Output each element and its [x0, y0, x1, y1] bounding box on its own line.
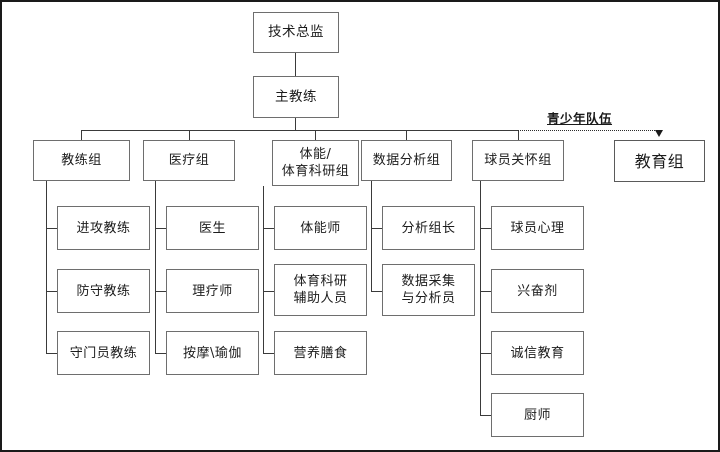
connector-stub-player-care-2 [480, 353, 491, 354]
annotation-youth-team: 青少年队伍 [547, 111, 613, 126]
node-child-player-care-2[interactable]: 诚信教育 [491, 331, 584, 375]
node-child-player-care-3[interactable]: 厨师 [491, 393, 584, 437]
connector-stub-medical-0 [155, 228, 166, 229]
connector-stub-data-1 [371, 291, 382, 292]
connector-spine-fitness [263, 186, 264, 354]
connector-spine-player-care [480, 181, 481, 416]
connector-stub-player-care-0 [480, 228, 491, 229]
node-department-coaching[interactable]: 教练组 [33, 140, 130, 181]
connector-stub-fitness-1 [263, 291, 274, 292]
connector-spine-medical [155, 181, 156, 354]
connector-stub-coaching-1 [46, 291, 57, 292]
connector-stub-medical-2 [155, 353, 166, 354]
node-child-player-care-1[interactable]: 兴奋剂 [491, 269, 584, 313]
node-child-fitness-2[interactable]: 营养膳食 [274, 331, 367, 375]
connector-bus-drop-data [406, 130, 407, 140]
node-head-coach[interactable]: 主教练 [253, 76, 339, 118]
connector-stub-data-0 [371, 228, 382, 229]
connector-stub-medical-1 [155, 291, 166, 292]
connector-bus-drop-fitness [315, 130, 316, 140]
node-child-data-0[interactable]: 分析组长 [382, 206, 475, 250]
connector-stub-player-care-3 [480, 415, 491, 416]
node-department-medical[interactable]: 医疗组 [143, 140, 235, 181]
node-child-coaching-2[interactable]: 守门员教练 [57, 331, 150, 375]
node-child-medical-0[interactable]: 医生 [166, 206, 259, 250]
connector-stub-fitness-0 [263, 228, 274, 229]
connector-bus-drop-coaching [81, 130, 82, 140]
node-child-player-care-0[interactable]: 球员心理 [491, 206, 584, 250]
dotted-link-arrowhead-icon [655, 130, 663, 137]
node-child-fitness-0[interactable]: 体能师 [274, 206, 367, 250]
node-department-fitness-research[interactable]: 体能/ 体育科研组 [272, 140, 359, 186]
connector-bus-drop-medical [189, 130, 190, 140]
node-child-coaching-0[interactable]: 进攻教练 [57, 206, 150, 250]
connector-head-coach-to-bus [295, 118, 296, 131]
node-education-group[interactable]: 教育组 [614, 140, 705, 182]
connector-director-to-head-coach [295, 53, 296, 76]
node-child-medical-2[interactable]: 按摩\瑜伽 [166, 331, 259, 375]
connector-spine-coaching [46, 181, 47, 354]
node-technical-director[interactable]: 技术总监 [253, 12, 339, 53]
connector-stub-fitness-2 [263, 353, 274, 354]
connector-stub-coaching-0 [46, 228, 57, 229]
connector-horizontal-bus [81, 130, 518, 131]
node-department-data-analysis[interactable]: 数据分析组 [361, 140, 452, 181]
connector-stub-coaching-2 [46, 353, 57, 354]
dotted-link-youth-team [518, 130, 659, 131]
node-child-data-1[interactable]: 数据采集 与分析员 [382, 264, 475, 316]
connector-stub-player-care-1 [480, 291, 491, 292]
node-child-fitness-1[interactable]: 体育科研 辅助人员 [274, 264, 367, 316]
node-department-player-care[interactable]: 球员关怀组 [472, 140, 564, 181]
connector-bus-drop-player-care [518, 130, 519, 140]
connector-spine-data [371, 181, 372, 291]
node-child-coaching-1[interactable]: 防守教练 [57, 269, 150, 313]
node-child-medical-1[interactable]: 理疗师 [166, 269, 259, 313]
